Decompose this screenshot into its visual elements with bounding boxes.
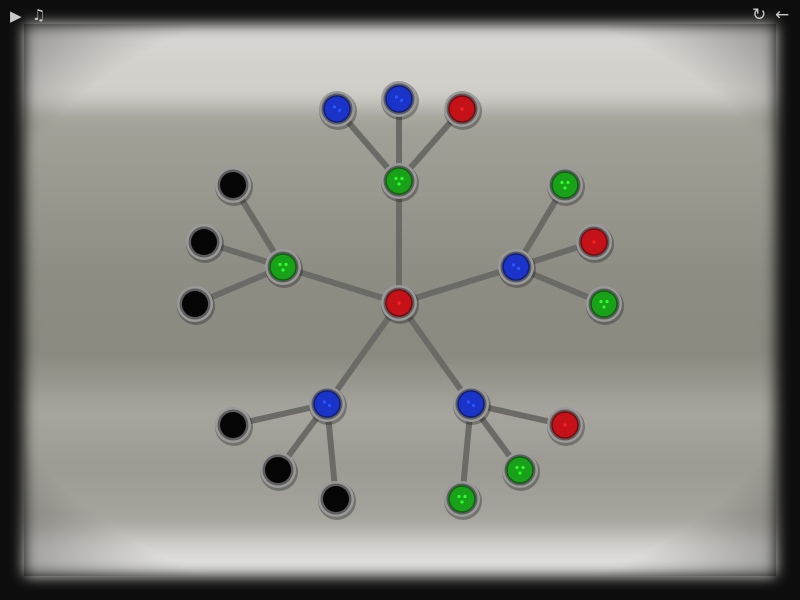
node-dot — [457, 494, 461, 499]
node-top-left-leaf[interactable] — [319, 91, 357, 130]
node-left-leaf-2[interactable] — [186, 224, 224, 263]
node-bottom-right-leaf-1[interactable] — [547, 407, 585, 446]
edge-center-to-bottom-left-hub — [324, 300, 402, 407]
node-dot — [521, 465, 525, 470]
node-top-right-leaf[interactable] — [444, 91, 482, 130]
node-blue-fill — [314, 391, 340, 417]
node-black-fill — [265, 457, 291, 483]
node-dot — [599, 299, 603, 304]
node-bottom-left-hub[interactable] — [309, 386, 347, 425]
node-dot — [592, 240, 596, 244]
node-blue-fill — [503, 254, 529, 280]
node-bottom-right-leaf-2[interactable] — [502, 452, 540, 491]
node-dot — [397, 301, 401, 305]
node-dot — [332, 105, 337, 109]
node-dot — [399, 98, 404, 103]
node-dot — [515, 465, 519, 470]
node-dot — [560, 180, 564, 185]
edge-center-to-right-hub — [396, 264, 519, 306]
node-dot — [278, 262, 282, 267]
node-dot — [511, 263, 516, 267]
node-dot — [281, 268, 285, 272]
node-bottom-left-leaf-2[interactable] — [260, 452, 298, 491]
node-dot — [397, 182, 401, 186]
node-dot — [322, 400, 327, 404]
node-blue-fill — [458, 391, 484, 417]
node-black-fill — [220, 172, 246, 198]
node-right-hub[interactable] — [498, 249, 536, 288]
node-dot — [605, 299, 609, 304]
node-dot — [518, 471, 522, 475]
node-bottom-left-leaf-3[interactable] — [318, 481, 356, 520]
back-arrow-icon[interactable]: ← — [775, 5, 790, 25]
restart-icon[interactable]: ↻ — [752, 5, 767, 25]
node-dot — [460, 500, 464, 504]
node-black-fill — [323, 486, 349, 512]
node-bottom-left-leaf-1[interactable] — [215, 407, 253, 446]
node-dot — [327, 403, 332, 408]
node-black-fill — [182, 291, 208, 317]
node-top-hub[interactable] — [381, 163, 419, 202]
node-left-hub[interactable] — [265, 249, 303, 288]
node-green-fill — [591, 291, 617, 317]
node-right-leaf-3[interactable] — [586, 286, 624, 325]
node-left-leaf-3[interactable] — [177, 286, 215, 325]
node-dot — [566, 180, 570, 185]
node-green-fill — [386, 168, 412, 194]
node-bottom-right-hub[interactable] — [453, 386, 491, 425]
node-dot — [471, 403, 476, 408]
node-black-fill — [191, 229, 217, 255]
play-icon[interactable]: ▶ — [10, 7, 22, 25]
node-green-fill — [270, 254, 296, 280]
node-blue-fill — [324, 96, 350, 122]
node-dot — [284, 262, 288, 267]
node-dot — [563, 186, 567, 190]
node-left-leaf-1[interactable] — [215, 167, 253, 206]
node-dot — [394, 95, 399, 99]
node-top-mid-leaf[interactable] — [381, 81, 419, 120]
node-right-leaf-2[interactable] — [576, 224, 614, 263]
edge-center-to-left-hub — [280, 264, 402, 306]
node-green-fill — [552, 172, 578, 198]
node-blue-fill — [386, 86, 412, 112]
node-dot — [563, 423, 567, 427]
node-center[interactable] — [381, 285, 419, 324]
node-green-fill — [449, 486, 475, 512]
node-dot — [466, 400, 471, 404]
node-bottom-right-leaf-3[interactable] — [444, 481, 482, 520]
node-right-leaf-1[interactable] — [547, 167, 585, 206]
music-note-icon[interactable]: ♫ — [32, 6, 46, 24]
node-dot — [463, 494, 467, 499]
node-black-fill — [220, 412, 246, 438]
node-dot — [394, 176, 398, 181]
node-dot — [337, 108, 342, 113]
node-dot — [460, 107, 464, 111]
node-green-fill — [507, 457, 533, 483]
node-dot — [516, 266, 521, 271]
node-dot — [400, 176, 404, 181]
nodes-layer — [177, 81, 624, 520]
edge-center-to-bottom-right-hub — [396, 300, 474, 407]
node-dot — [602, 305, 606, 309]
